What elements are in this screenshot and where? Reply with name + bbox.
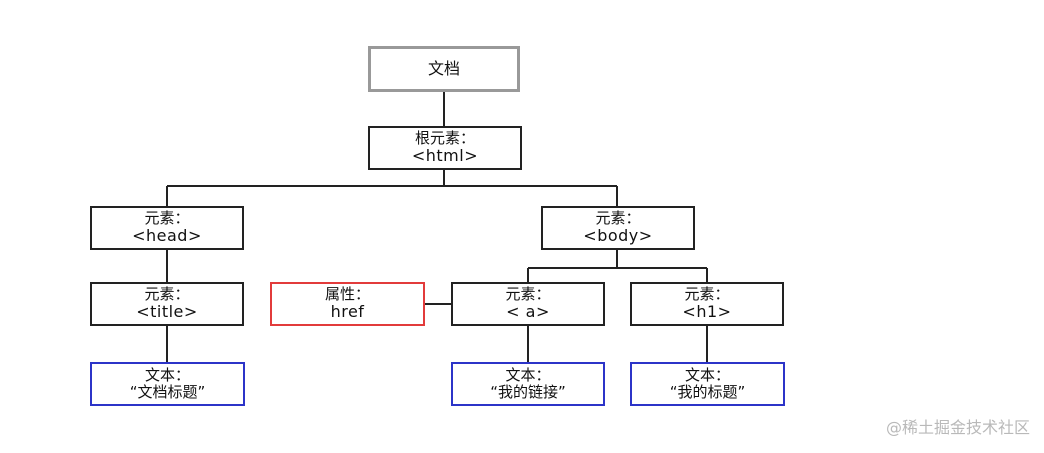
title-text-value: “文档标题” [129, 383, 206, 401]
href-attribute-node: 属性： href [270, 282, 425, 326]
document-node: 文档 [368, 46, 520, 92]
link-text-value: “我的链接” [490, 383, 566, 401]
head-element-tag: <head> [132, 226, 202, 246]
title-element-kind: 元素： [144, 285, 190, 304]
href-attribute-name: href [330, 302, 365, 322]
head-element-node: 元素： <head> [90, 206, 244, 250]
root-element-kind: 根元素： [414, 129, 475, 148]
heading-element-tag: <h1> [682, 302, 732, 322]
title-text-kind: 文本： [144, 365, 190, 384]
body-element-tag: <body> [583, 226, 653, 246]
heading-text-value: “我的标题” [669, 383, 746, 401]
title-text-node: 文本： “文档标题” [90, 362, 245, 406]
heading-text-node: 文本： “我的标题” [630, 362, 785, 406]
heading-element-kind: 元素： [684, 285, 730, 304]
link-text-kind: 文本： [505, 365, 551, 384]
body-element-kind: 元素： [595, 209, 641, 228]
title-element-tag: <title> [136, 302, 198, 322]
root-element-tag: <html> [411, 146, 479, 166]
anchor-element-kind: 元素： [505, 285, 551, 304]
watermark: @稀土掘金技术社区 [885, 418, 1030, 437]
link-text-node: 文本： “我的链接” [451, 362, 605, 406]
head-element-kind: 元素： [144, 209, 190, 228]
heading-element-node: 元素： <h1> [630, 282, 784, 326]
root-element-node: 根元素： <html> [368, 126, 522, 170]
href-attribute-kind: 属性： [324, 285, 370, 304]
document-node-label: 文档 [427, 58, 460, 78]
anchor-element-node: 元素： < a> [451, 282, 605, 326]
title-element-node: 元素： <title> [90, 282, 244, 326]
heading-text-kind: 文本： [684, 365, 730, 384]
anchor-element-tag: < a> [506, 302, 550, 322]
body-element-node: 元素： <body> [541, 206, 695, 250]
